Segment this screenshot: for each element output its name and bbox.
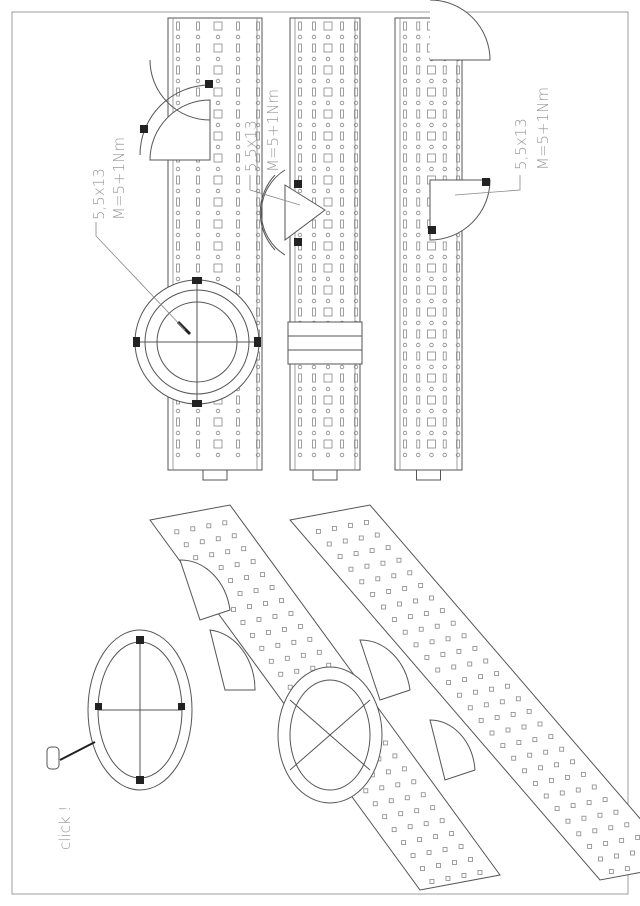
torque-label: M=5+1Nm xyxy=(110,137,128,220)
iso-cable-tray-rail xyxy=(289,504,640,881)
torque-label: M=5+1Nm xyxy=(264,89,282,172)
leader-line xyxy=(454,175,521,196)
click-label: click ! xyxy=(56,806,74,850)
quarter-coupler-rail1 xyxy=(139,59,213,161)
torque-label: M=5+1Nm xyxy=(534,87,552,170)
clip-part xyxy=(46,746,60,770)
arrow-icon xyxy=(59,741,96,761)
fastener-size-label: 5,5x13 xyxy=(90,168,108,220)
quarter-coupler-rail3 xyxy=(428,0,491,241)
iso-quarter-coupler xyxy=(179,559,476,781)
cable-tray-rail xyxy=(167,17,263,481)
cable-tray-rail xyxy=(289,17,361,481)
circular-coupler xyxy=(133,277,261,407)
detail-ring-view xyxy=(46,629,193,791)
triangle-coupler-rail2 xyxy=(259,169,326,256)
sheet-border xyxy=(11,11,629,895)
splice-connector-rail2 xyxy=(287,321,363,365)
fastener-size-label: 5,5x13 xyxy=(512,118,530,170)
leader-line xyxy=(95,222,186,331)
leader-line xyxy=(249,175,301,206)
iso-ring-coupler xyxy=(277,666,383,804)
cable-tray-rail xyxy=(394,17,463,481)
fastener-size-label: 5,5x13 xyxy=(242,120,260,172)
